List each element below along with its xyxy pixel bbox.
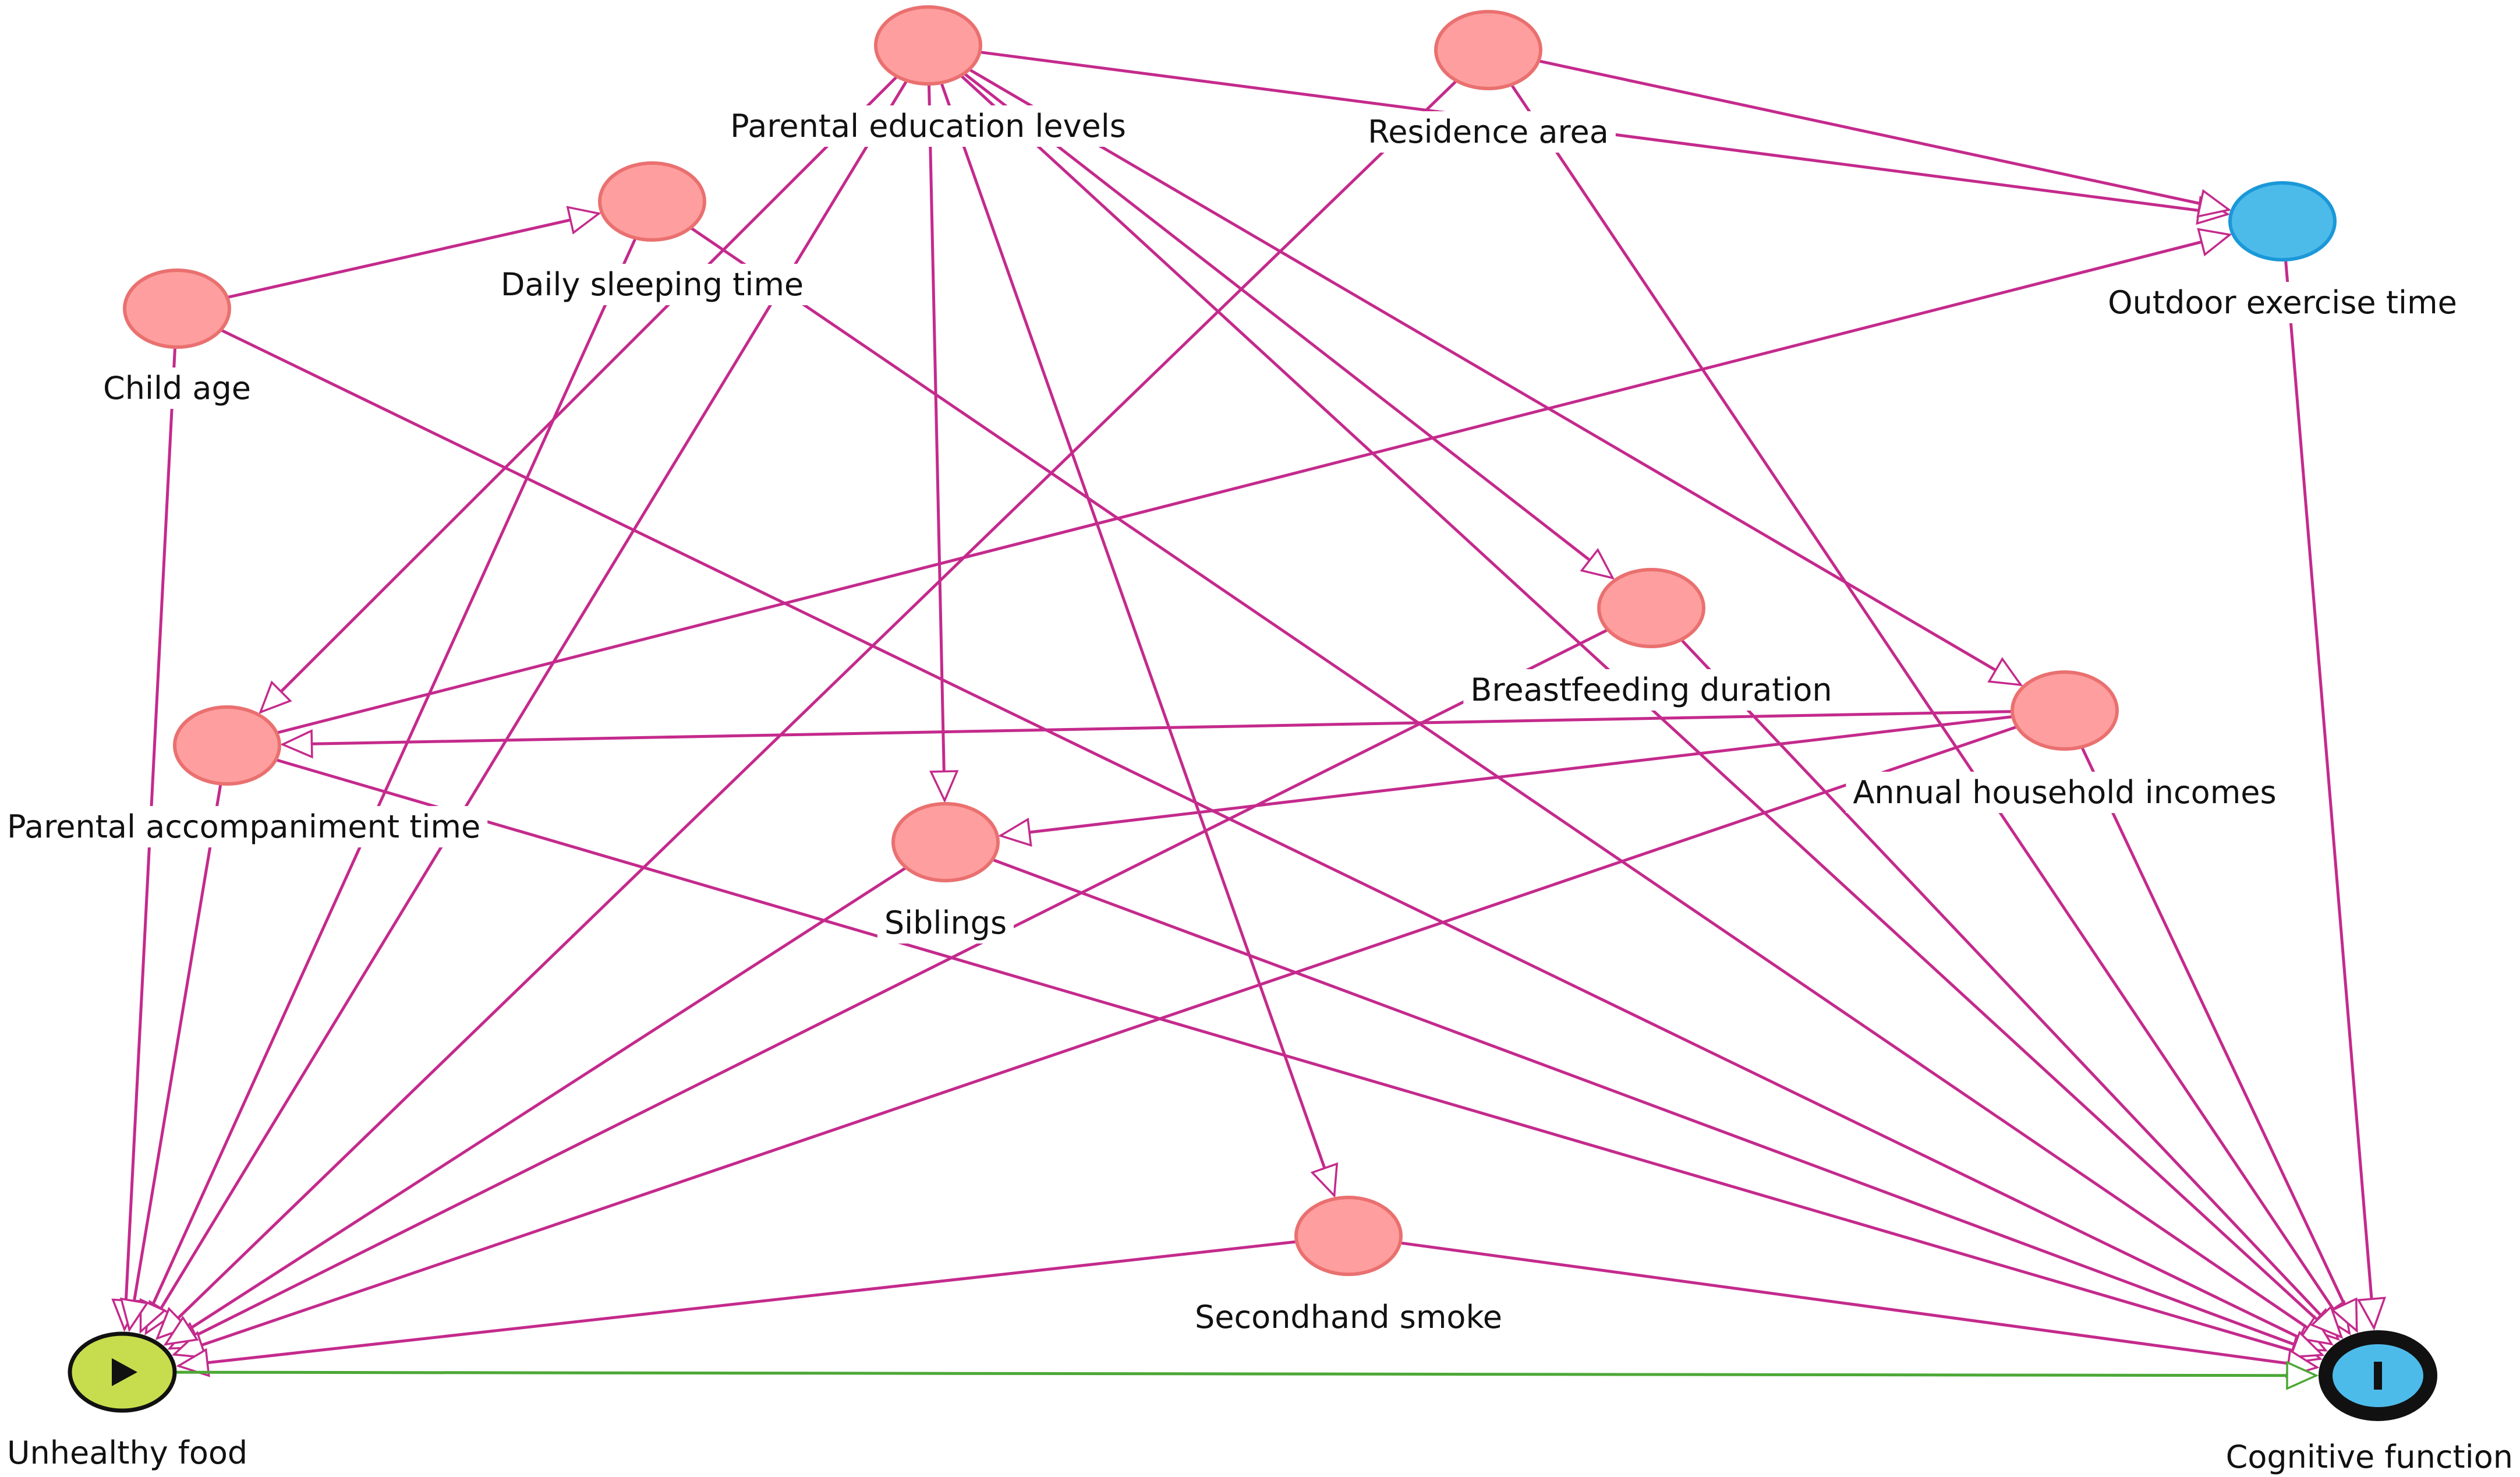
edge-parental-education-levels-to-siblings[interactable] xyxy=(928,84,959,803)
node-label-background xyxy=(723,105,1133,147)
edge-parental-accompaniment-time-to-outdoor-exercise-time[interactable] xyxy=(277,228,2232,734)
node-siblings[interactable] xyxy=(891,802,1000,882)
node-ellipse-breastfeeding-duration[interactable] xyxy=(1597,568,1705,648)
node-label-parental-education-levels: Parental education levels xyxy=(730,108,1126,144)
node-label-background xyxy=(1463,669,1839,711)
edge-breastfeeding-duration-to-cognitive-function[interactable] xyxy=(1680,639,2344,1339)
node-secondhand-smoke[interactable] xyxy=(1294,1196,1403,1276)
edge-parental-education-levels-to-secondhand-smoke[interactable] xyxy=(940,83,1339,1198)
edge-residence-area-to-outdoor-exercise-time[interactable] xyxy=(1539,59,2232,218)
node-label-cognitive-function: Cognitive function xyxy=(2226,1439,2513,1475)
edge-secondhand-smoke-to-unhealthy-food[interactable] xyxy=(176,1240,1296,1377)
edge-siblings-to-cognitive-function[interactable] xyxy=(992,858,2325,1358)
edge-parental-education-levels-to-parental-accompaniment-time[interactable] xyxy=(259,76,898,714)
node-label-parental-accompaniment-time: Parental accompaniment time xyxy=(7,808,480,845)
node-label-group-residence-area: Residence area xyxy=(1361,111,1616,153)
node-residence-area[interactable] xyxy=(1434,10,1542,90)
node-label-background xyxy=(96,368,258,409)
edge-annual-household-incomes-to-unhealthy-food[interactable] xyxy=(171,725,2017,1359)
node-ellipse-siblings[interactable] xyxy=(891,802,1000,882)
edge-outdoor-exercise-time-to-cognitive-function[interactable] xyxy=(2284,260,2387,1331)
node-breastfeeding-duration[interactable] xyxy=(1597,568,1705,648)
edge-residence-area-to-cognitive-function[interactable] xyxy=(1510,84,2351,1335)
edge-parental-education-levels-to-annual-household-incomes[interactable] xyxy=(969,68,2023,687)
node-label-group-daily-sleeping-time: Daily sleeping time xyxy=(493,264,811,305)
node-label-background xyxy=(1846,772,2284,813)
play-icon xyxy=(112,1358,137,1386)
node-label-residence-area: Residence area xyxy=(1368,114,1609,150)
node-parental-accompaniment-time[interactable] xyxy=(173,705,281,786)
node-parental-education-levels[interactable] xyxy=(874,5,982,86)
outcome-bar-icon xyxy=(2374,1362,2382,1390)
node-label-breastfeeding-duration: Breastfeeding duration xyxy=(1470,672,1832,708)
node-label-group-cognitive-function: Cognitive function xyxy=(2218,1436,2520,1477)
node-outdoor-exercise-time[interactable] xyxy=(2228,181,2337,262)
node-label-group-secondhand-smoke: Secondhand smoke xyxy=(1187,1296,1510,1338)
node-label-background xyxy=(0,1432,255,1474)
node-label-group-parental-accompaniment-time: Parental accompaniment time xyxy=(0,806,488,847)
node-label-background xyxy=(1187,1296,1510,1338)
edge-secondhand-smoke-to-cognitive-function[interactable] xyxy=(1400,1241,2320,1378)
edge-siblings-to-unhealthy-food[interactable] xyxy=(163,867,907,1346)
edge-parental-accompaniment-time-to-unhealthy-food[interactable] xyxy=(119,784,222,1333)
node-annual-household-incomes[interactable] xyxy=(2011,670,2119,751)
edge-annual-household-incomes-to-cognitive-function[interactable] xyxy=(2080,747,2358,1333)
edge-residence-area-to-unhealthy-food[interactable] xyxy=(155,80,1457,1340)
node-label-group-outdoor-exercise-time: Outdoor exercise time xyxy=(2101,282,2464,323)
node-label-siblings: Siblings xyxy=(884,904,1007,941)
node-label-unhealthy-food: Unhealthy food xyxy=(7,1434,247,1471)
node-ellipse-child-age[interactable] xyxy=(123,268,231,349)
edge-daily-sleeping-time-to-cognitive-function[interactable] xyxy=(690,227,2334,1346)
node-label-outdoor-exercise-time: Outdoor exercise time xyxy=(2108,284,2457,321)
node-label-background xyxy=(493,264,811,305)
node-label-group-parental-education-levels: Parental education levels xyxy=(723,105,1133,147)
node-ellipse-parental-accompaniment-time[interactable] xyxy=(173,705,281,786)
node-ellipse-daily-sleeping-time[interactable] xyxy=(598,161,706,242)
edge-annual-household-incomes-to-parental-accompaniment-time[interactable] xyxy=(280,710,2012,759)
edge-parental-education-levels-to-breastfeeding-duration[interactable] xyxy=(964,73,1615,580)
labels-layer: Parental education levels Residence areaD… xyxy=(0,105,2520,1477)
node-label-group-breastfeeding-duration: Breastfeeding duration xyxy=(1463,669,1839,711)
node-label-group-unhealthy-food: Unhealthy food xyxy=(0,1432,255,1474)
edge-annual-household-incomes-to-siblings[interactable] xyxy=(998,715,2012,847)
edge-child-age-to-daily-sleeping-time[interactable] xyxy=(227,206,601,299)
node-label-secondhand-smoke: Secondhand smoke xyxy=(1195,1299,1502,1335)
node-daily-sleeping-time[interactable] xyxy=(598,161,706,242)
node-ellipse-residence-area[interactable] xyxy=(1434,10,1542,90)
node-unhealthy-food[interactable] xyxy=(68,1331,177,1413)
node-label-background xyxy=(0,806,488,847)
nodes-layer xyxy=(68,5,2437,1421)
node-cognitive-function[interactable] xyxy=(2319,1330,2437,1421)
node-label-child-age: Child age xyxy=(103,370,251,407)
edge-unhealthy-food-to-cognitive-function[interactable] xyxy=(176,1361,2319,1390)
node-ellipse-parental-education-levels[interactable] xyxy=(874,5,982,86)
edge-parental-accompaniment-time-to-cognitive-function[interactable] xyxy=(276,758,2323,1365)
node-label-group-siblings: Siblings xyxy=(877,902,1014,944)
node-label-group-child-age: Child age xyxy=(96,368,258,409)
edge-breastfeeding-duration-to-unhealthy-food[interactable] xyxy=(167,628,1608,1350)
edge-child-age-to-cognitive-function[interactable] xyxy=(221,328,2328,1352)
node-label-background xyxy=(877,902,1014,944)
node-label-background xyxy=(2101,282,2464,323)
node-ellipse-annual-household-incomes[interactable] xyxy=(2011,670,2119,751)
node-label-background xyxy=(2218,1436,2520,1477)
node-label-background xyxy=(1361,111,1616,153)
node-label-annual-household-incomes: Annual household incomes xyxy=(1853,774,2276,811)
node-label-group-annual-household-incomes: Annual household incomes xyxy=(1846,772,2284,813)
node-ellipse-outdoor-exercise-time[interactable] xyxy=(2228,181,2337,262)
node-label-daily-sleeping-time: Daily sleeping time xyxy=(501,266,804,303)
edge-daily-sleeping-time-to-unhealthy-food[interactable] xyxy=(139,238,637,1334)
node-child-age[interactable] xyxy=(123,268,231,349)
node-ellipse-secondhand-smoke[interactable] xyxy=(1294,1196,1403,1276)
